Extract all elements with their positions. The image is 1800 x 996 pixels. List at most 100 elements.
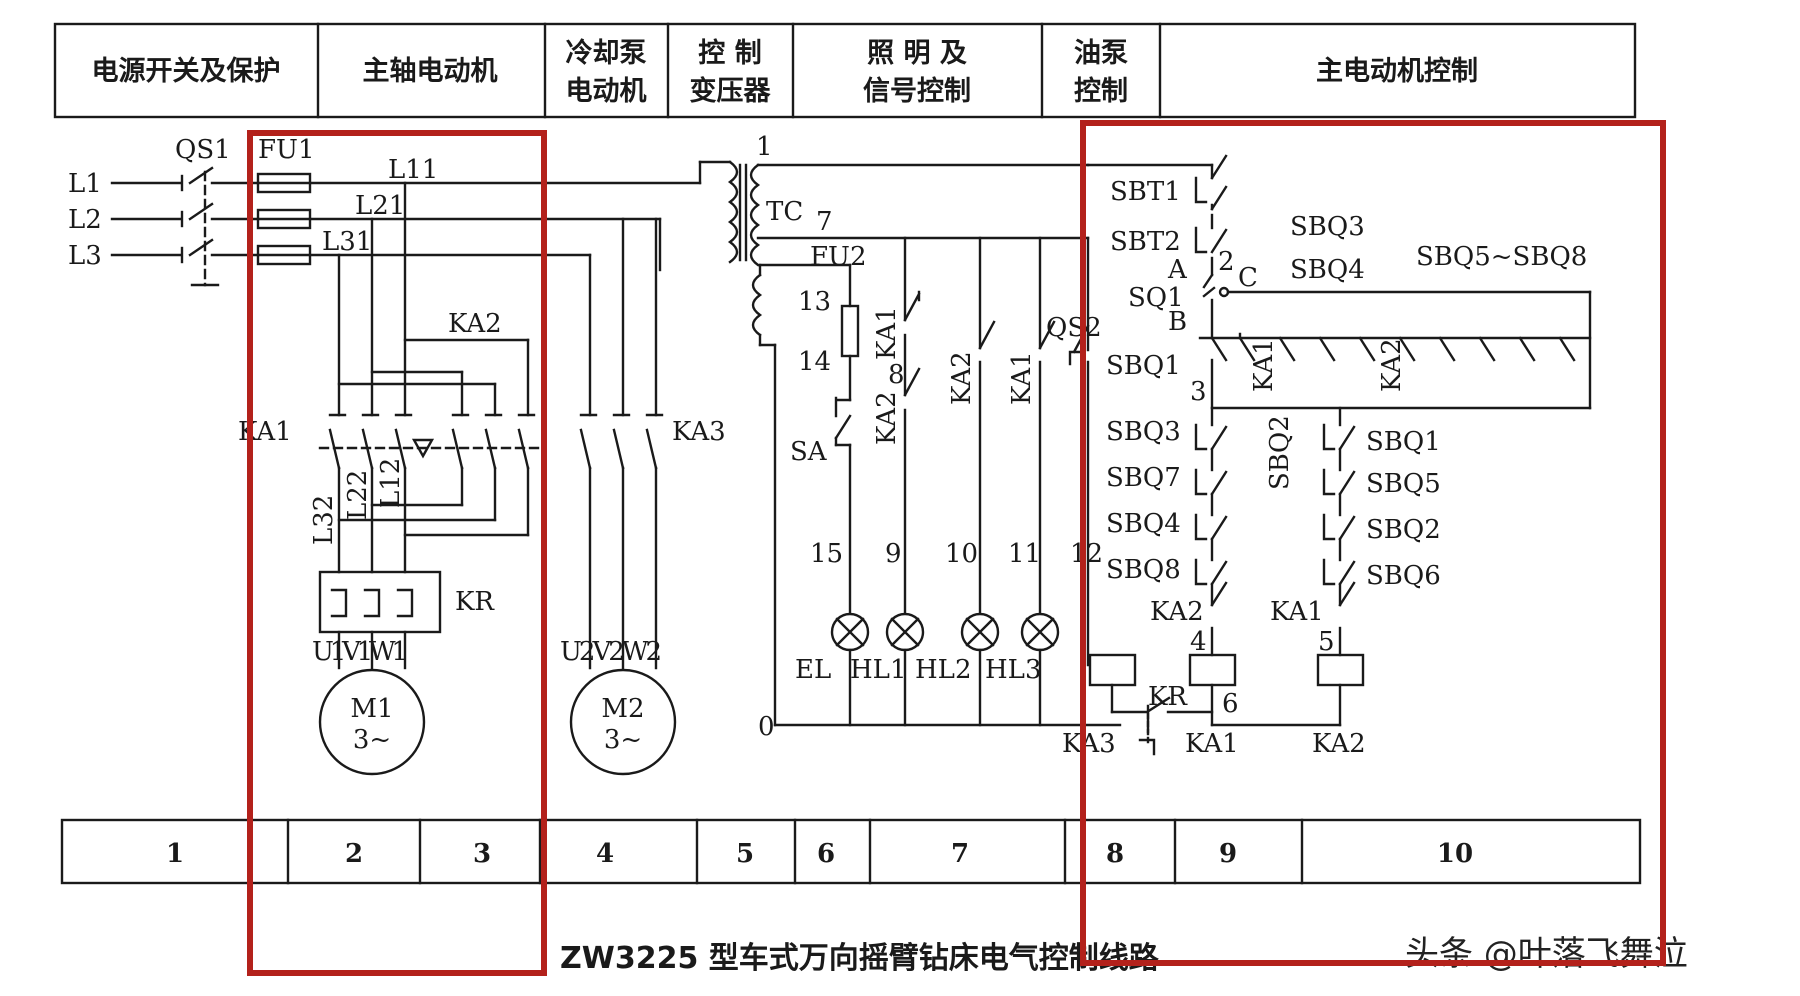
header-transformer-1: 控 制 (698, 38, 761, 69)
ka3-b-label: KA3 (1062, 729, 1116, 759)
spindle-motor-section: KA2 KA1 L32 (238, 181, 542, 776)
ka2-v-label: KA2 (872, 391, 902, 445)
header-bar: 电源开关及保护 主轴电动机 冷却泵 电动机 控 制 变压器 照 明 及 信号控制… (53, 22, 1637, 119)
m1-label: M1 (350, 694, 393, 724)
lighting-signal-section: FU2 13 14 SA KA1 8 KA2 KA2 KA1 QS2 (758, 236, 1122, 742)
header-oilpump-1: 油泵 (1074, 38, 1128, 69)
node-0: 0 (758, 712, 775, 742)
highlight-box-spindle (247, 130, 547, 976)
m2-phase: 3~ (604, 725, 642, 755)
footer-3: 3 (473, 839, 491, 869)
sa-label: SA (790, 437, 828, 467)
ka2-r-label: KA2 (1377, 338, 1407, 392)
ka3-coil (1088, 653, 1137, 687)
node-a: A (1167, 255, 1188, 285)
header-spindle: 主轴电动机 (363, 56, 498, 87)
highlight-box-main-control (1080, 120, 1666, 966)
ka1-v2-label: KA1 (1007, 351, 1037, 405)
l11-label: L11 (388, 155, 438, 185)
qs2-label: QS2 (1046, 313, 1102, 343)
node-1: 1 (756, 132, 773, 162)
m2-motor (569, 668, 677, 776)
node-5: 5 (1318, 627, 1335, 657)
footer-1: 1 (166, 839, 184, 869)
power-switch-section: QS1 FU1 L1 L2 L3 L11 L21 L31 (68, 135, 702, 287)
transformer-section: 1 TC 7 (658, 132, 1090, 727)
ka1-c-label: KA1 (1270, 597, 1324, 627)
sbq3-label: SBQ3 (1106, 417, 1181, 447)
sbq4-top-label: SBQ4 (1290, 255, 1365, 285)
node-6: 6 (1222, 689, 1239, 719)
ka1-left-label: KA1 (238, 417, 292, 447)
sbt1-label: SBT1 (1110, 177, 1181, 207)
l21-label: L21 (355, 191, 405, 221)
qs1-label: QS1 (175, 135, 231, 165)
sbq5-8-label: SBQ5~SBQ8 (1416, 242, 1587, 272)
ka2-b-label: KA2 (1312, 729, 1366, 759)
ka2-top-label: KA2 (448, 309, 502, 339)
fu2-fuse (840, 304, 860, 358)
kr2-label: KR (1148, 682, 1188, 712)
node-4: 4 (1190, 627, 1207, 657)
node-9: 9 (885, 539, 902, 569)
lamps (830, 612, 1060, 652)
footer-bar: 1 2 3 4 5 6 7 8 9 10 (60, 818, 1642, 885)
sbq4-label: SBQ4 (1106, 509, 1181, 539)
l1-label: L1 (68, 169, 102, 199)
node-14: 14 (798, 347, 831, 377)
footer-9: 9 (1219, 839, 1237, 869)
node-8: 8 (888, 360, 905, 390)
node-15: 15 (810, 539, 843, 569)
sbq3-top-label: SBQ3 (1290, 212, 1365, 242)
header-power: 电源开关及保护 (92, 56, 281, 87)
header-main-control: 主电动机控制 (1316, 56, 1478, 87)
sbq1-left-label: SBQ1 (1106, 351, 1181, 381)
sbt2-label: SBT2 (1110, 227, 1181, 257)
header-coolant-2: 电动机 (566, 76, 647, 107)
node-3: 3 (1190, 377, 1207, 407)
node-10: 10 (945, 539, 978, 569)
l32-label: L32 (309, 495, 339, 545)
m2-label: M2 (601, 694, 644, 724)
hl1-label: HL1 (850, 655, 906, 685)
ka3-label: KA3 (672, 417, 726, 447)
diagram-caption: ZW3225 型车式万向摇臂钻床电气控制线路 (560, 941, 1160, 976)
right-sbq-column (1322, 423, 1356, 657)
sq1-label: SQ1 (1128, 283, 1184, 313)
upper-contact-row (1198, 290, 1592, 410)
ka1-r-label: KA1 (1249, 338, 1279, 392)
node-b: B (1168, 307, 1187, 337)
sbq2-v-label: SBQ2 (1265, 415, 1295, 490)
node-13: 13 (798, 287, 831, 317)
kr-label: KR (455, 587, 495, 617)
sbq5-label: SBQ5 (1366, 469, 1441, 499)
l2-label: L2 (68, 205, 102, 235)
header-coolant-1: 冷却泵 (566, 38, 647, 69)
m1-terminals: U1V1W1 (312, 637, 408, 667)
hl2-label: HL2 (915, 655, 971, 685)
sbq1-label: SBQ1 (1366, 427, 1441, 457)
ka2-c-label: KA2 (1150, 597, 1204, 627)
node-7: 7 (816, 207, 833, 237)
tc-label: TC (766, 197, 803, 227)
m2-terminals: U2V2W2 (560, 637, 662, 667)
left-sbq-column (1194, 423, 1228, 657)
ka1-b-label: KA1 (1185, 729, 1239, 759)
kr-thermal-relay (318, 570, 442, 634)
node-c: C (1238, 263, 1258, 293)
footer-4: 4 (596, 839, 614, 869)
node-11: 11 (1008, 539, 1041, 569)
main-control-section: SBT1 SBT2 2 A C SQ1 B SBQ3 SBQ4 SBQ5~SBQ… (1062, 154, 1592, 759)
footer-7: 7 (951, 839, 969, 869)
ka1-coil (1188, 653, 1237, 687)
fu1-label: FU1 (258, 135, 315, 165)
l12-label: L12 (376, 458, 406, 508)
header-transformer-2: 变压器 (690, 75, 772, 107)
header-lighting-1: 照 明 及 (867, 38, 967, 69)
node-12: 12 (1070, 539, 1103, 569)
header-oilpump-2: 控制 (1074, 76, 1128, 107)
sbq7-label: SBQ7 (1106, 463, 1181, 493)
ka2-coil (1316, 653, 1365, 687)
l3-label: L3 (68, 241, 102, 271)
